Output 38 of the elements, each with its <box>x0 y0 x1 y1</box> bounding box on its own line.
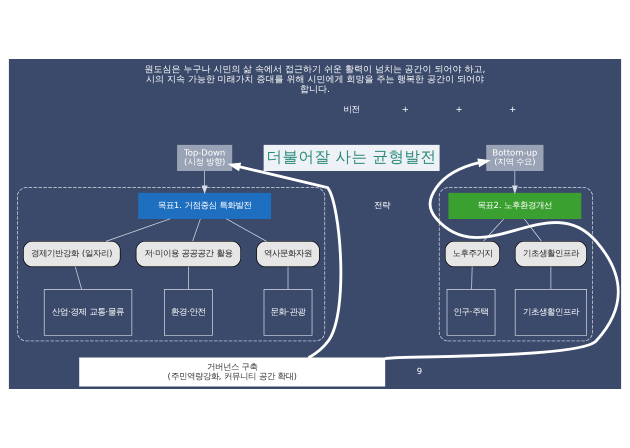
cluster <box>438 187 593 342</box>
connector <box>550 266 552 290</box>
node-box: 저·미이용 공공공간 활용 <box>136 240 242 268</box>
node-box: 거버넌스 구축 (주민역량강화, 커뮤니티 공간 확대) <box>79 358 386 387</box>
node-box: 인구·주택 <box>446 289 496 336</box>
node-box: 노후주거지 <box>444 240 500 268</box>
arrow <box>512 170 518 194</box>
connector <box>471 266 472 290</box>
node-box: 기초생활인프라 <box>514 289 587 336</box>
arrow <box>202 170 208 194</box>
node-box: 역사문화자원 <box>256 240 320 268</box>
label: + <box>402 104 409 114</box>
node-box: Bottom-up (지역 수요) <box>486 144 544 171</box>
connector <box>483 218 504 242</box>
node-box: Top-Down (시정 방향) <box>177 144 232 171</box>
label: 전략 <box>374 200 390 210</box>
node-box: 문화·관광 <box>264 289 312 336</box>
connector <box>226 218 267 242</box>
label: 더불어잘 사는 균형발전 <box>266 148 437 166</box>
node-box: 목표2. 노후환경개선 <box>448 192 582 220</box>
connector <box>192 218 201 242</box>
node-box: 환경·안전 <box>164 289 213 336</box>
arrow <box>228 162 342 360</box>
label: + <box>455 104 463 114</box>
connector <box>524 218 542 242</box>
node-box: 목표1. 거점중심 특화발전 <box>138 192 272 220</box>
label: 9 <box>416 366 422 376</box>
arrow <box>384 158 620 360</box>
connector <box>74 266 82 290</box>
connector <box>188 266 189 290</box>
node-box: 기초생활인프라 <box>514 240 587 268</box>
node-box: 경제기반강화 (일자리) <box>23 240 121 268</box>
label: 비전 <box>344 104 360 114</box>
node-box: 산업·경제 교통·물류 <box>44 289 132 336</box>
connector <box>106 218 170 242</box>
label: + <box>509 104 516 114</box>
cluster <box>17 187 326 342</box>
diagram-title: 원도심은 누구나 시민의 삶 속에서 접근하기 쉬운 활력이 넘치는 공간이 되어야 하고, 시의 지속 가능한 미래가치 증대를 위해 시민에게 희망을 주는 행복한 공간이 되어야 합니다. <box>144 64 486 95</box>
